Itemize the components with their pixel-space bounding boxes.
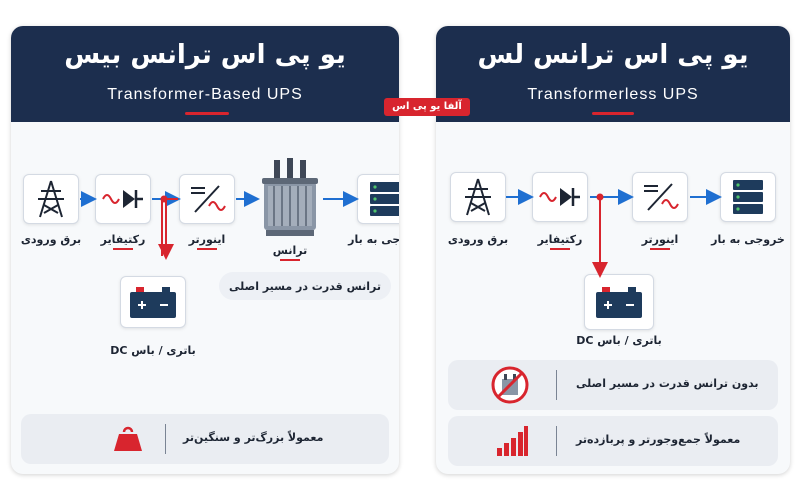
inverter-underline [650, 248, 670, 250]
server-rack-icon [370, 182, 399, 216]
rectifier-icon [539, 188, 580, 206]
inverter-box [179, 174, 235, 224]
inverter-underline [197, 248, 217, 250]
panel-subtitle: Transformer-Based UPS [107, 86, 303, 103]
battery-box [120, 276, 186, 328]
power-tower-icon [38, 180, 64, 218]
size-note-text: معمولاً بزرگ‌تر و سنگین‌تر [183, 431, 324, 444]
panel-title: یو پی اس ترانس لس [477, 40, 749, 70]
battery-label: باتری / باس DC [110, 344, 196, 357]
title-underline [592, 112, 634, 115]
output-label: خروجی به بار [348, 233, 399, 246]
battery-box [584, 274, 654, 330]
inverter-label: اینورتر [188, 233, 226, 246]
efficiency-note: معمولاً جمع‌وجورتر و پربازده‌تر [448, 416, 778, 466]
panel-header: یو پی اس ترانس بیس Transformer-Based UPS [11, 26, 399, 122]
brand-badge: آلفا یو پی اس [384, 98, 470, 116]
output-label: خروجی به بار [711, 233, 785, 246]
transformer-based-panel: یو پی اس ترانس بیس Transformer-Based UPS… [11, 26, 399, 474]
input-label: برق ورودی [20, 233, 82, 246]
input-label: برق ورودی [447, 233, 509, 246]
rectifier-icon [102, 190, 143, 208]
efficiency-note-text: معمولاً جمع‌وجورتر و پربازده‌تر [576, 433, 741, 446]
no-transformer-note: بدون ترانس قدرت در مسیر اصلی [448, 360, 778, 410]
battery-icon [596, 287, 642, 318]
transformer-label: ترانس [272, 244, 308, 257]
transformer-underline [280, 259, 300, 261]
transformerless-panel: یو پی اس ترانس لس Transformerless UPS بر… [436, 26, 790, 474]
rectifier-label: رکتیفایر [100, 233, 146, 246]
server-rack-icon [733, 180, 763, 214]
panel-subtitle: Transformerless UPS [527, 86, 699, 103]
output-box [357, 174, 399, 224]
rectifier-underline [113, 248, 133, 250]
transformer-icon [262, 158, 318, 236]
rectifier-box [532, 172, 588, 222]
inverter-icon [644, 183, 679, 211]
no-transformer-note-text: بدون ترانس قدرت در مسیر اصلی [576, 377, 759, 390]
signal-bars-icon [497, 426, 528, 456]
inverter-label: اینورتر [641, 233, 679, 246]
battery-label: باتری / باس DC [576, 334, 662, 347]
inverter-box [632, 172, 688, 222]
note-separator [556, 426, 557, 456]
output-box [720, 172, 776, 222]
transformer-path-pill: ترانس قدرت در مسیر اصلی [219, 272, 391, 300]
transformer-image [258, 156, 322, 240]
power-tower-icon [465, 178, 491, 216]
battery-icon [130, 287, 176, 318]
rectifier-box [95, 174, 151, 224]
title-underline [185, 112, 229, 115]
panel-title: یو پی اس ترانس بیس [64, 40, 346, 70]
input-box [450, 172, 506, 222]
panel-header: یو پی اس ترانس لس Transformerless UPS [436, 26, 790, 122]
note-separator [165, 424, 166, 454]
input-box [23, 174, 79, 224]
note-separator [556, 370, 557, 400]
weight-icon [114, 426, 142, 451]
inverter-icon [191, 185, 226, 213]
rectifier-underline [550, 248, 570, 250]
rectifier-label: رکتیفایر [537, 233, 583, 246]
no-transformer-icon [491, 366, 529, 404]
size-note: معمولاً بزرگ‌تر و سنگین‌تر [21, 414, 389, 464]
